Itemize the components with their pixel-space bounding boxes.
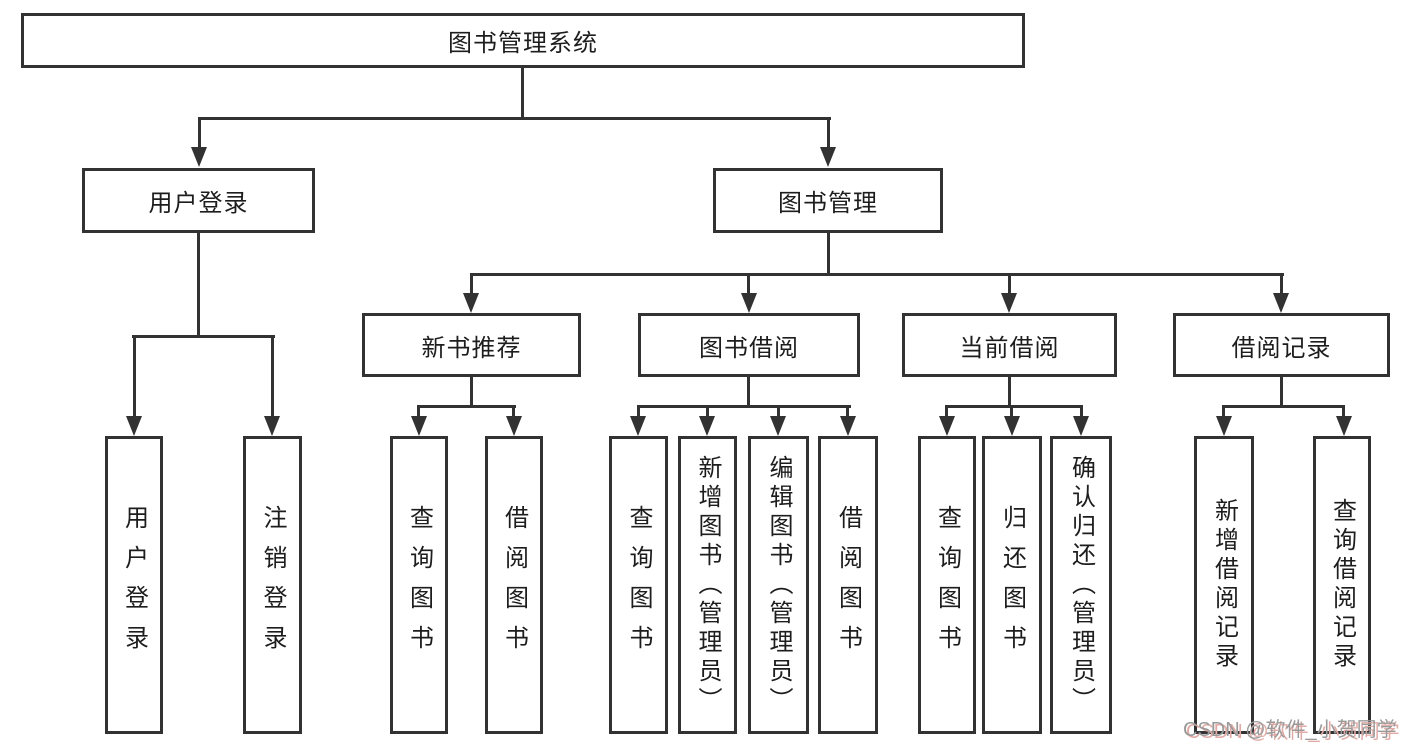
arrow-down-icon: [264, 416, 280, 436]
connector-line: [132, 335, 275, 338]
leaf-query-borrow-record: 查询借阅记录: [1313, 436, 1371, 734]
node-book-management: 图书管理: [713, 168, 943, 233]
connector-line: [417, 405, 516, 408]
arrow-down-icon: [939, 416, 955, 436]
leaf-add-borrow-record-label: 新增借阅记录: [1210, 498, 1238, 672]
node-user-login-label: 用户登录: [148, 190, 249, 217]
connector-line: [1280, 377, 1283, 407]
leaf-borrow-books-recommend-label: 借阅图书: [500, 505, 528, 665]
arrow-down-icon: [506, 416, 522, 436]
connector-line: [846, 405, 849, 419]
arrow-down-icon: [770, 416, 786, 436]
arrow-down-icon: [411, 416, 427, 436]
leaf-add-borrow-record: 新增借阅记录: [1194, 436, 1254, 734]
arrow-down-icon: [463, 293, 479, 313]
node-current-borrowing: 当前借阅: [902, 313, 1117, 377]
arrow-down-icon: [1336, 416, 1352, 436]
connector-line: [470, 273, 1284, 276]
connector-line: [198, 117, 831, 120]
arrow-down-icon: [1216, 416, 1232, 436]
node-book-borrowing-label: 图书借阅: [699, 334, 799, 362]
arrow-down-icon: [1001, 293, 1017, 313]
connector-line: [1222, 405, 1225, 419]
connector-line: [1008, 377, 1011, 407]
arrow-down-icon: [1273, 293, 1289, 313]
leaf-query-books-current-label: 查询图书: [933, 505, 961, 665]
leaf-confirm-return-admin-label: 确认归还（管理员）: [1067, 454, 1095, 716]
connector-line: [1280, 273, 1283, 295]
connector-line: [1222, 405, 1345, 408]
leaf-query-books-current: 查询图书: [918, 436, 976, 734]
connector-line: [637, 405, 640, 419]
leaf-edit-books-admin-label: 编辑图书（管理员）: [765, 454, 792, 716]
node-current-borrowing-label: 当前借阅: [959, 334, 1060, 362]
connector-line: [198, 117, 201, 149]
leaf-edit-books-admin: 编辑图书（管理员）: [748, 436, 809, 734]
leaf-borrow-books: 借阅图书: [818, 436, 878, 734]
connector-line: [1010, 405, 1013, 419]
connector-line: [747, 377, 750, 407]
leaf-query-books-borrowing-label: 查询图书: [625, 505, 652, 665]
connector-line: [827, 117, 830, 149]
connector-line: [706, 405, 709, 419]
connector-line: [777, 405, 780, 419]
connector-line: [512, 405, 515, 419]
leaf-query-books-recommend: 查询图书: [390, 436, 448, 734]
leaf-query-books-borrowing: 查询图书: [609, 436, 668, 734]
connector-line: [827, 233, 830, 275]
arrow-down-icon: [699, 416, 715, 436]
node-borrow-records-label: 借阅记录: [1231, 334, 1332, 362]
leaf-return-books: 归还图书: [982, 436, 1042, 734]
connector-line: [637, 405, 851, 408]
node-book-borrowing: 图书借阅: [638, 313, 860, 377]
arrow-down-icon: [741, 293, 757, 313]
connector-line: [945, 405, 1083, 408]
leaf-borrow-books-recommend: 借阅图书: [485, 436, 543, 734]
connector-line: [470, 377, 473, 407]
node-new-book-recommend-label: 新书推荐: [421, 334, 522, 362]
connector-line: [945, 405, 948, 419]
arrow-down-icon: [191, 147, 207, 167]
connector-line: [417, 405, 420, 419]
connector-line: [747, 273, 750, 295]
node-root-label: 图书管理系统: [448, 30, 598, 57]
node-user-login: 用户登录: [82, 168, 315, 233]
connector-line: [133, 335, 136, 419]
node-new-book-recommend: 新书推荐: [362, 313, 581, 377]
leaf-return-books-label: 归还图书: [998, 505, 1026, 665]
connector-line: [1008, 273, 1011, 295]
connector-line: [1080, 405, 1083, 419]
arrow-down-icon: [820, 147, 836, 167]
leaf-logout: 注销登录: [243, 436, 302, 734]
csdn-watermark: CSDN @软件_小贺同学: [1183, 719, 1397, 741]
connector-line: [197, 233, 200, 337]
leaf-logout-label: 注销登录: [259, 505, 286, 665]
node-root: 图书管理系统: [21, 13, 1025, 68]
connector-line: [271, 335, 274, 419]
leaf-borrow-books-label: 借阅图书: [834, 505, 862, 665]
connector-line: [521, 68, 524, 118]
leaf-add-books-admin: 新增图书（管理员）: [678, 436, 737, 734]
leaf-confirm-return-admin: 确认归还（管理员）: [1050, 436, 1112, 734]
node-book-management-label: 图书管理: [778, 190, 878, 217]
connector-line: [1342, 405, 1345, 419]
arrow-down-icon: [126, 416, 142, 436]
arrow-down-icon: [1004, 416, 1020, 436]
leaf-query-books-recommend-label: 查询图书: [405, 505, 433, 665]
leaf-add-books-admin-label: 新增图书（管理员）: [694, 454, 721, 716]
leaf-user-login-label: 用户登录: [120, 505, 148, 665]
arrow-down-icon: [630, 416, 646, 436]
connector-line: [470, 273, 473, 295]
leaf-query-borrow-record-label: 查询借阅记录: [1328, 498, 1356, 672]
arrow-down-icon: [1073, 416, 1089, 436]
node-borrow-records: 借阅记录: [1173, 313, 1390, 377]
leaf-user-login: 用户登录: [105, 436, 163, 734]
arrow-down-icon: [840, 416, 856, 436]
